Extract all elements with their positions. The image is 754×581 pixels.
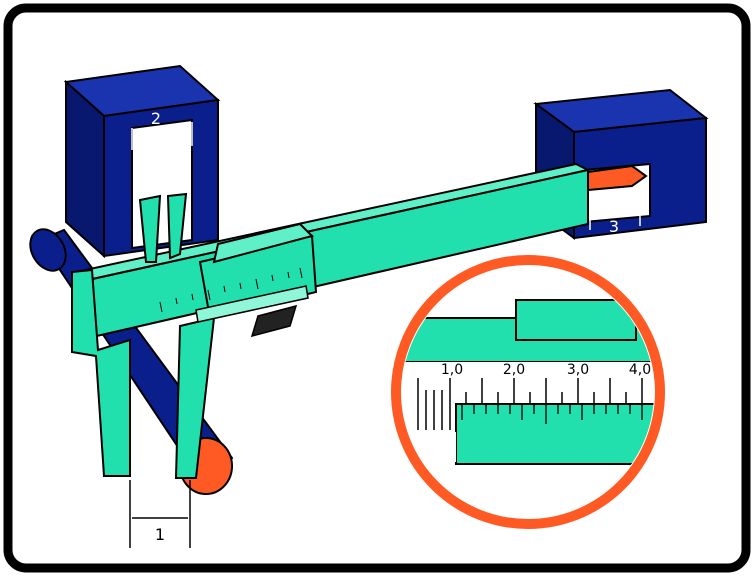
dimension-depth (589, 190, 641, 230)
magnifier: 1,0 2,0 3,0 4,0 (391, 255, 665, 529)
dimension-label-depth: 3 (609, 217, 619, 236)
magnifier-vernier-ticks (461, 404, 643, 424)
dimension-label-outside: 1 (155, 525, 165, 544)
magnifier-scale-label-4: 4,0 (629, 362, 651, 378)
magnifier-scale-label-1: 1,0 (441, 362, 463, 378)
left-block (63, 64, 221, 259)
magnifier-scale-label-2: 2,0 (503, 362, 525, 378)
caliper-body (71, 162, 591, 479)
dimension-inside (131, 122, 193, 150)
dimension-label-inside: 2 (151, 109, 161, 128)
main-scale-ticks (159, 267, 303, 313)
magnifier-main-ticks (417, 378, 643, 430)
dimension-outside (129, 480, 191, 548)
magnifier-scale-label-3: 3,0 (567, 362, 589, 378)
